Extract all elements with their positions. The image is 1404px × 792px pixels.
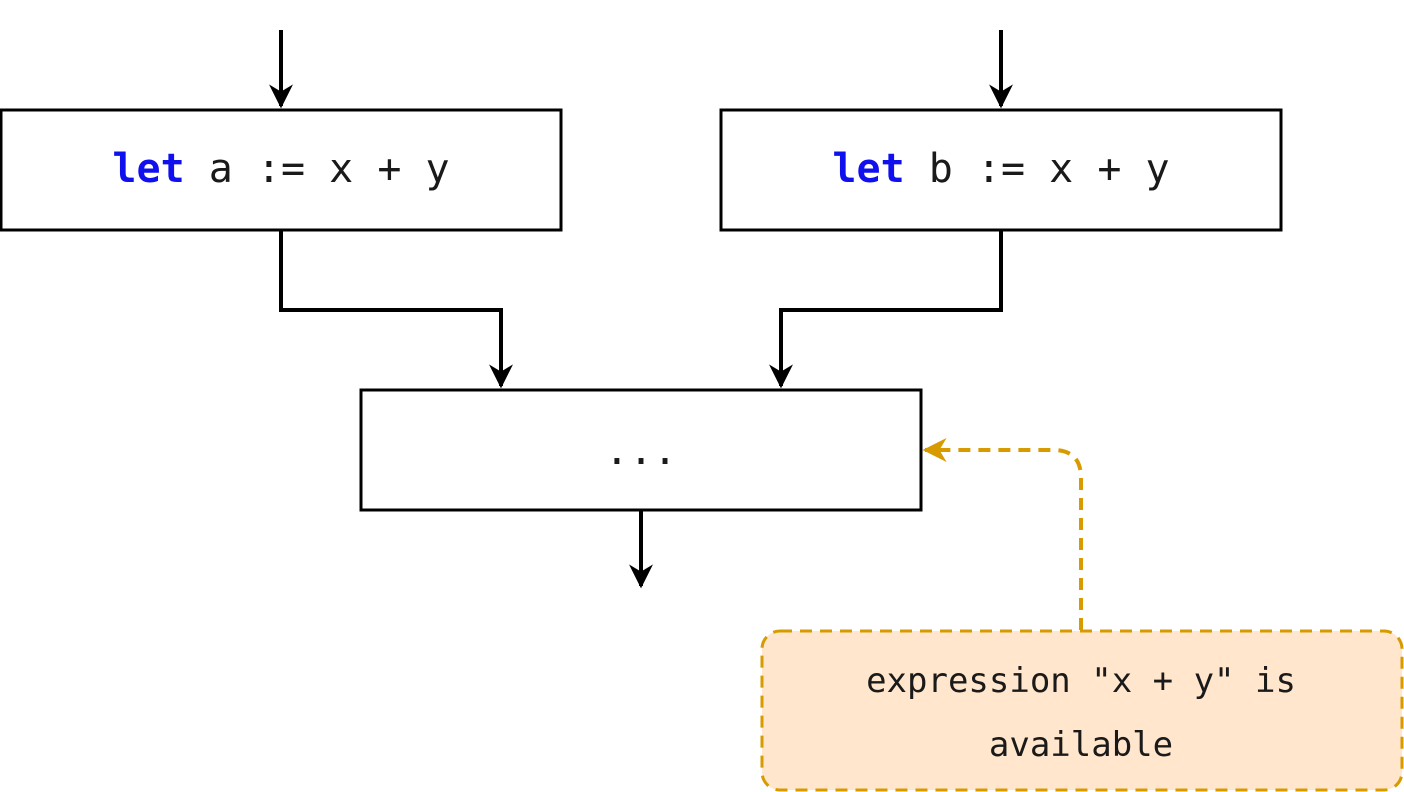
keyword-let-b: let: [832, 146, 904, 192]
keyword-let-a: let: [112, 146, 184, 192]
svg-text:let b := x + y: let b := x + y: [832, 146, 1169, 192]
annotation-connector: [922, 438, 1083, 630]
note-line-2: available: [989, 725, 1173, 765]
code-let-a: a := x + y: [185, 146, 450, 192]
block-merge: ...: [359, 388, 923, 512]
merge-ellipsis: ...: [605, 428, 677, 474]
svg-text:let a := x + y: let a := x + y: [112, 146, 449, 192]
block-let-a: let a := x + y: [0, 108, 563, 232]
annotation-note: expression "x + y" is available: [760, 629, 1404, 792]
edge-left-to-merge: [279, 230, 513, 389]
code-let-b: b := x + y: [905, 146, 1170, 192]
block-let-b: let b := x + y: [719, 108, 1283, 232]
note-line-1: expression "x + y" is: [866, 661, 1296, 701]
edge-right-to-merge: [769, 230, 1003, 389]
